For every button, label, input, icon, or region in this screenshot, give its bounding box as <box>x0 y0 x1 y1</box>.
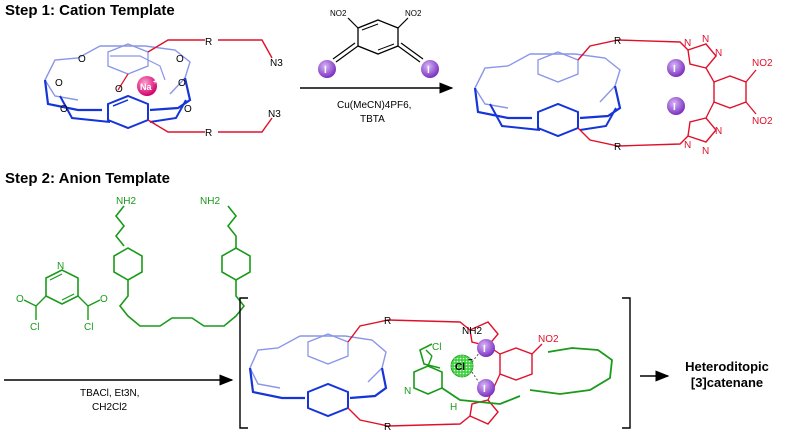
amine-right: NH2 <box>200 196 220 207</box>
iodine-label-right: I <box>427 65 430 76</box>
iodine-label-left: I <box>324 65 327 76</box>
intermediate-iodine-label-bottom: I <box>483 384 486 395</box>
reagent-no2-right: NO2 <box>405 9 422 18</box>
ether-o-1: O <box>78 54 86 65</box>
triazole-n2-top: N <box>702 34 709 45</box>
product-iodine-icon-bottom <box>667 97 685 115</box>
step1-azide-bottom: N3 <box>268 109 281 120</box>
product-no2-top: NO2 <box>752 58 773 69</box>
intermediate-pyridine-n: N <box>404 386 411 397</box>
triazole-n2-bottom: N <box>702 146 709 157</box>
iodine-icon-right <box>421 60 439 78</box>
intermediate-iodine-icon-bottom <box>477 379 495 397</box>
step1-r-label-bottom: R <box>205 128 212 139</box>
acyl-cl-left: Cl <box>30 322 39 333</box>
step1-conditions-2: TBTA <box>360 114 385 125</box>
intermediate-iodine-icon-top <box>477 339 495 357</box>
amine-left: NH2 <box>116 196 136 207</box>
ether-o-5: O <box>115 84 123 95</box>
triazole-n1-top: N <box>684 38 691 49</box>
acyl-o-left: O <box>16 294 24 305</box>
chloride-label: Cl <box>455 362 465 373</box>
iodine-icon-left <box>318 60 336 78</box>
acyl-cl-right: Cl <box>84 322 93 333</box>
ether-o-7: O <box>184 104 192 115</box>
step1-conditions-1: Cu(MeCN)4PF6, <box>337 100 411 111</box>
step2-bis-amine <box>113 205 251 327</box>
step1-azide-top: N3 <box>270 58 283 69</box>
triazole-n3-bottom: N <box>715 126 722 137</box>
step1-crown-reactant: R R N3 N3 O O O O O O O Na + <box>43 37 283 139</box>
step1-product: R R N N N N N N NO2 NO2 I I <box>473 34 773 157</box>
sodium-ion-icon <box>137 76 157 96</box>
chloride-charge: − <box>468 355 473 364</box>
intermediate-no2: NO2 <box>538 334 559 345</box>
reagent-no2-left: NO2 <box>330 9 347 18</box>
product-iodine-icon-top <box>667 59 685 77</box>
triazole-n1-bottom: N <box>684 140 691 151</box>
triazole-n3-top: N <box>715 48 722 59</box>
ether-o-3: O <box>55 78 63 89</box>
step2-intermediate: R R NO2 N Cl H NH2 Cl − I I <box>248 316 613 432</box>
product-no2-bottom: NO2 <box>752 116 773 127</box>
intermediate-amine: NH2 <box>462 326 482 337</box>
step2-pyridine-dichloride: N O O Cl Cl <box>16 261 108 333</box>
ether-o-6: O <box>60 104 68 115</box>
intermediate-acyl-cl: Cl <box>432 342 441 353</box>
step1-title: Step 1: Cation Template <box>5 2 175 19</box>
sodium-charge: + <box>153 79 157 86</box>
sodium-label: Na <box>140 82 152 92</box>
product-iodine-label-bottom: I <box>673 102 676 113</box>
ether-o-2: O <box>176 54 184 65</box>
intermediate-r-top: R <box>384 316 391 327</box>
step2-conditions-2: CH2Cl2 <box>92 402 127 413</box>
product-r-bottom: R <box>614 142 621 153</box>
product-iodine-label-top: I <box>673 64 676 75</box>
ether-o-4: O <box>178 78 186 89</box>
intermediate-r-bottom: R <box>384 422 391 432</box>
intermediate-iodine-label-top: I <box>483 344 486 355</box>
chloride-ion-icon <box>450 354 474 378</box>
product-r-top: R <box>614 36 621 47</box>
bracket-right <box>622 297 631 429</box>
step2-conditions-1: TBACl, Et3N, <box>80 388 139 399</box>
pyridine-n: N <box>57 261 64 272</box>
intermediate-amide-h: H <box>450 402 457 413</box>
step1-reagent: NO2 NO2 I I <box>318 9 439 78</box>
acyl-o-right: O <box>100 294 108 305</box>
bracket-left <box>239 297 248 429</box>
step2-title: Step 2: Anion Template <box>5 170 171 187</box>
step1-r-label-top: R <box>205 37 212 48</box>
product-label: Heteroditopic [3]catenane <box>685 359 769 390</box>
